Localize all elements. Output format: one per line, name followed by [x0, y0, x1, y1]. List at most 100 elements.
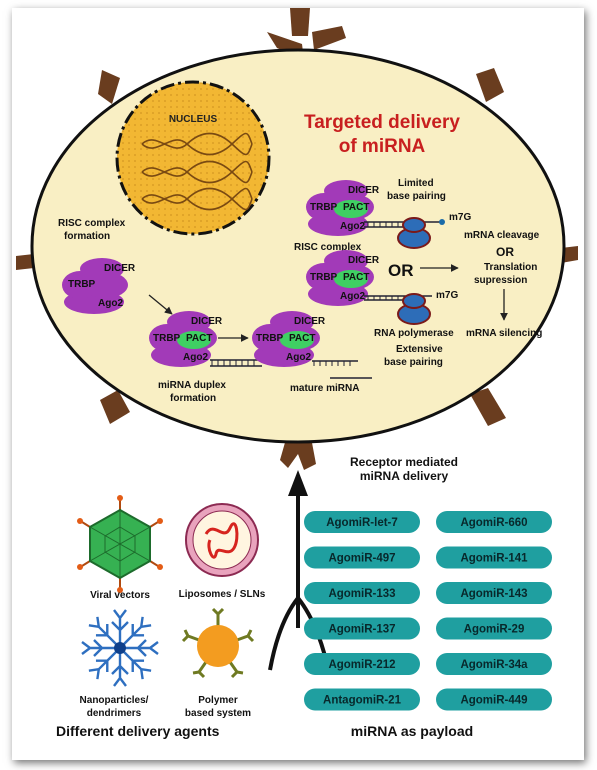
ago2-label-3: Ago2: [286, 352, 311, 363]
label-receptor-1: Receptor mediated: [350, 455, 458, 469]
nucleus: NUCLEUS: [115, 80, 271, 236]
payload-pill-label: AgomiR-660: [460, 517, 527, 529]
payload-list: AgomiR-let-7AgomiR-497AgomiR-133AgomiR-1…: [304, 511, 552, 711]
ribosome-bottom: [397, 293, 431, 325]
payload-pill: AgomiR-141: [436, 546, 552, 569]
ago2-label-4: Ago2: [340, 221, 365, 232]
payload-pill: AgomiR-660: [436, 511, 552, 533]
arrow-to-duplex: [148, 294, 173, 315]
payload-pill-bg: [304, 582, 420, 604]
payload-pill: AgomiR-497: [304, 546, 420, 569]
dicer-label-3: DICER: [294, 316, 326, 327]
payload-pill-label: AgomiR-133: [328, 588, 395, 600]
ago2-label-5: Ago2: [340, 291, 365, 302]
payload-pill: AgomiR-133: [304, 582, 420, 604]
trbp-label-1: TRBP: [68, 279, 96, 290]
label-duplex-1: miRNA duplex: [158, 380, 226, 391]
duplex-strand: [210, 359, 262, 367]
payload-pill-bg: [436, 617, 552, 640]
label-limited-1: Limited: [398, 178, 434, 189]
diagram: NUCLEUS Targeted delivery of miRNA RISC …: [16, 8, 578, 739]
payload-pill: AgomiR-212: [304, 653, 420, 675]
payload-pill-bg: [436, 511, 552, 533]
label-limited-2: base pairing: [387, 191, 446, 202]
payload-pill: AgomiR-let-7: [304, 511, 420, 533]
polymer-icon: [181, 607, 255, 679]
label-or-big: OR: [388, 261, 414, 280]
payload-pill-label: AgomiR-141: [460, 553, 528, 565]
label-polymer-1: Polymer: [198, 695, 238, 706]
label-risc-formation-2: formation: [64, 231, 110, 242]
payload-pill-bg: [304, 688, 420, 711]
label-polymer-2: based system: [185, 708, 251, 719]
ribosome-top: [397, 217, 431, 249]
payload-pill-bg: [436, 653, 552, 675]
payload-pill-label: AgomiR-143: [460, 588, 527, 600]
liposome-icon: [185, 503, 259, 577]
label-risc-formation-1: RISC complex: [58, 218, 126, 229]
trbp-label-5: TRBP: [310, 272, 338, 283]
payload-pill-label: AgomiR-137: [328, 624, 395, 636]
complex-3: DICER TRBP PACT Ago2: [252, 311, 326, 367]
dicer-label-2: DICER: [191, 316, 223, 327]
nucleus-label: NUCLEUS: [169, 114, 218, 125]
payload-pill-bg: [436, 546, 552, 569]
payload-pill-bg: [304, 617, 420, 640]
label-agents-footer: Different delivery agents: [56, 723, 220, 739]
label-viral: Viral vectors: [90, 590, 150, 601]
label-risc-complex: RISC complex: [294, 242, 362, 253]
label-rna-polymerase: RNA polymerase: [374, 328, 454, 339]
payload-pill-label: AgomiR-29: [464, 624, 525, 636]
dicer-label-5: DICER: [348, 255, 380, 266]
payload-pill-bg: [304, 653, 420, 675]
label-m7g-top: m7G: [449, 212, 471, 223]
complex-2: DICER TRBP PACT Ago2: [149, 311, 223, 367]
payload-pill: AgomiR-143: [436, 582, 552, 604]
payload-pill: AgomiR-137: [304, 617, 420, 640]
label-receptor-2: miRNA delivery: [360, 469, 449, 483]
label-m7g-bottom: m7G: [436, 290, 458, 301]
label-extensive-2: base pairing: [384, 357, 443, 368]
dendrimer-icon: [80, 609, 160, 688]
label-extensive-1: Extensive: [396, 344, 443, 355]
label-cleavage: mRNA cleavage: [464, 230, 540, 241]
cap-dot-top: [439, 219, 445, 225]
pact-label-5: PACT: [343, 272, 369, 283]
payload-pill-label: AgomiR-449: [460, 695, 527, 707]
payload-pill-bg: [304, 511, 420, 533]
delivery-arrowhead: [288, 470, 308, 496]
figure-frame: NUCLEUS Targeted delivery of miRNA RISC …: [12, 8, 584, 760]
dicer-label-4: DICER: [348, 185, 380, 196]
label-silencing: mRNA silencing: [466, 328, 542, 339]
label-translation-2: supression: [474, 275, 527, 286]
viral-vector-icon: [77, 495, 163, 593]
payload-pill: AgomiR-449: [436, 688, 552, 711]
mature-strand: [312, 360, 372, 379]
label-or-small: OR: [496, 245, 514, 259]
payload-pill-bg: [436, 582, 552, 604]
payload-pill-label: AgomiR-let-7: [326, 517, 398, 529]
complex-5: DICER TRBP PACT Ago2: [306, 250, 380, 306]
trbp-label-3: TRBP: [256, 333, 284, 344]
payload-pill-label: AgomiR-497: [328, 553, 395, 565]
ago2-label-1: Ago2: [98, 298, 123, 309]
payload-pill-label: AgomiR-212: [328, 659, 395, 671]
pact-label-2: PACT: [186, 333, 212, 344]
payload-pill-bg: [304, 546, 420, 569]
pact-label-3: PACT: [289, 333, 315, 344]
payload-pill-bg: [436, 688, 552, 711]
label-duplex-2: formation: [170, 393, 216, 404]
payload-pill: AntagomiR-21: [304, 688, 420, 711]
label-nano-1: Nanoparticles/: [80, 695, 149, 706]
label-mature: mature miRNA: [290, 383, 359, 394]
label-liposomes: Liposomes / SLNs: [179, 589, 266, 600]
dicer-label-1: DICER: [104, 263, 136, 274]
payload-pill: AgomiR-29: [436, 617, 552, 640]
label-translation-1: Translation: [484, 262, 537, 273]
trbp-label-4: TRBP: [310, 202, 338, 213]
label-payload-footer: miRNA as payload: [351, 723, 473, 739]
payload-pill-label: AntagomiR-21: [323, 695, 402, 707]
title-line2: of miRNA: [339, 136, 426, 157]
payload-pill: AgomiR-34a: [436, 653, 552, 675]
pact-label-4: PACT: [343, 202, 369, 213]
